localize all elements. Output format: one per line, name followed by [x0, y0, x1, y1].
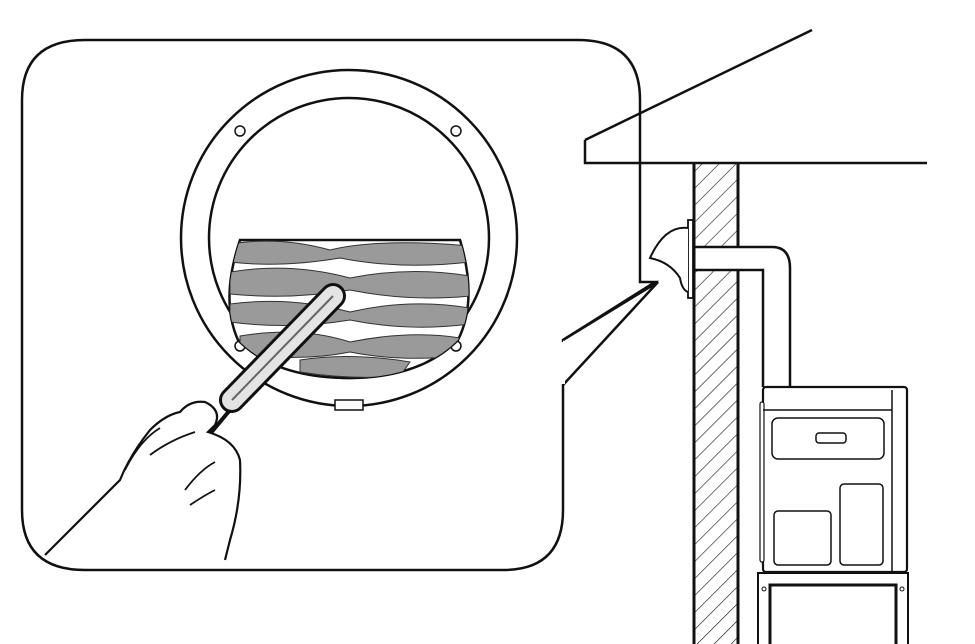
screw-icon [234, 125, 246, 137]
exhaust-duct [695, 245, 792, 387]
control-knob [815, 432, 847, 444]
exterior-wall [692, 163, 740, 644]
hand [44, 400, 242, 561]
dryer-pedestal [757, 572, 909, 644]
screw-icon [450, 125, 462, 137]
callout-pointer [562, 280, 659, 386]
exterior-vent-hood [648, 219, 694, 299]
roof [583, 28, 927, 165]
dryer [759, 385, 909, 574]
